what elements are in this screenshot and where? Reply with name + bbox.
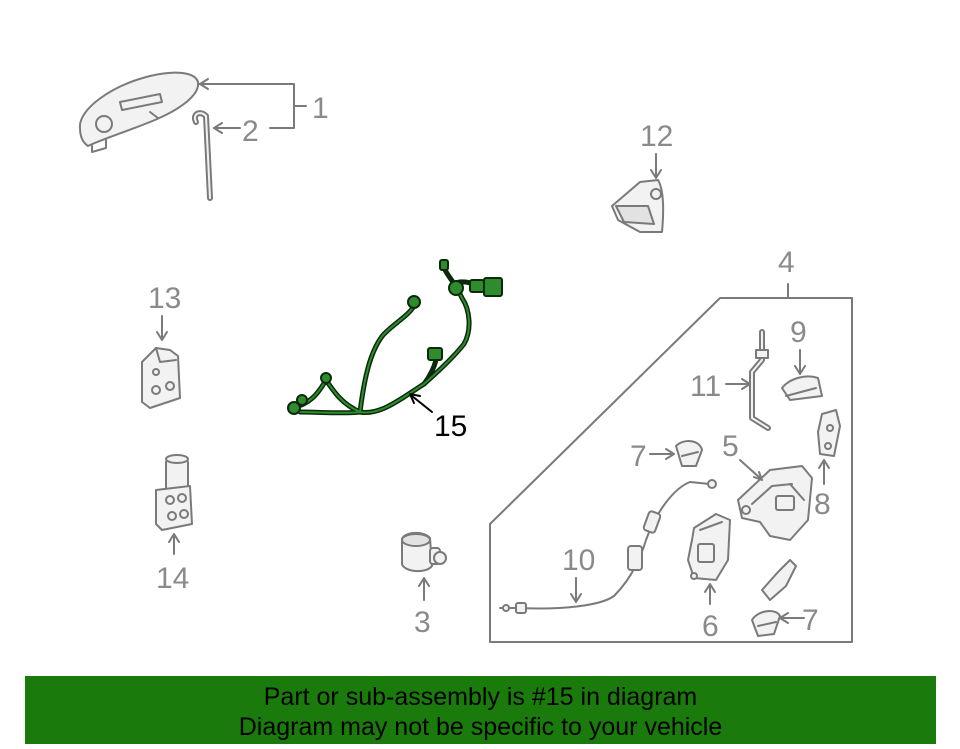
part-15-wiring-harness[interactable] xyxy=(287,259,503,416)
banner-line-1: Part or sub-assembly is #15 in diagram xyxy=(263,683,698,711)
callout-6: 6 xyxy=(702,610,719,643)
part-11-rod[interactable] xyxy=(749,329,771,431)
callout-2: 2 xyxy=(242,115,259,148)
callout-4: 4 xyxy=(778,246,795,279)
part-7-bumper-lower[interactable] xyxy=(751,610,781,637)
callout-15-leader xyxy=(409,393,433,413)
callout-7b: 7 xyxy=(802,604,819,637)
banner-line-2: Diagram may not be specific to your vehi… xyxy=(238,713,723,741)
callout-2-leader xyxy=(213,122,241,134)
parts-diagram: 1 2 12 13 14 xyxy=(78,71,853,643)
part-7-bumper-upper[interactable] xyxy=(675,440,703,467)
callout-10: 10 xyxy=(562,544,595,577)
callout-5: 5 xyxy=(722,430,739,463)
callout-12-leader xyxy=(650,153,662,179)
callout-8: 8 xyxy=(814,488,831,521)
info-banner: Part or sub-assembly is #15 in diagram D… xyxy=(25,676,936,744)
callout-5-leader xyxy=(739,459,763,481)
callout-12: 12 xyxy=(640,120,673,153)
callout-13-leader xyxy=(156,315,168,341)
callout-15: 15 xyxy=(434,410,467,443)
part-12-bracket[interactable] xyxy=(611,179,665,233)
part-2-rod[interactable] xyxy=(192,110,213,201)
callout-11-leader xyxy=(725,378,751,390)
callout-8-leader xyxy=(818,459,830,485)
part-13-hinge[interactable] xyxy=(141,347,181,409)
part-5-door-latch[interactable] xyxy=(737,465,813,541)
callout-3-leader xyxy=(418,577,430,601)
callout-14: 14 xyxy=(156,562,189,595)
callout-13: 13 xyxy=(148,282,181,315)
callout-10-leader xyxy=(570,577,582,603)
part-4-latch-assembly-panel xyxy=(489,283,853,643)
part-6-lock-actuator[interactable] xyxy=(687,513,731,581)
callout-1-leader xyxy=(197,78,307,129)
part-8-bracket[interactable] xyxy=(817,409,841,457)
callout-7b-leader xyxy=(779,612,805,624)
callout-1: 1 xyxy=(312,92,329,125)
part-3-actuator[interactable] xyxy=(401,532,447,572)
part-9-clip[interactable] xyxy=(781,375,823,401)
callout-6-leader xyxy=(704,583,716,605)
callout-7a-leader xyxy=(649,448,675,460)
callout-7a: 7 xyxy=(630,440,647,473)
callout-11: 11 xyxy=(690,370,721,403)
part-14-hinge[interactable] xyxy=(155,454,193,531)
callout-14-leader xyxy=(168,533,180,555)
callout-9-leader xyxy=(794,349,806,375)
callout-3: 3 xyxy=(414,606,431,639)
part-10-cable[interactable] xyxy=(499,479,717,614)
callout-9: 9 xyxy=(790,316,807,349)
part-1-door-handle[interactable] xyxy=(78,71,200,153)
part-bracket-small[interactable] xyxy=(761,559,797,601)
